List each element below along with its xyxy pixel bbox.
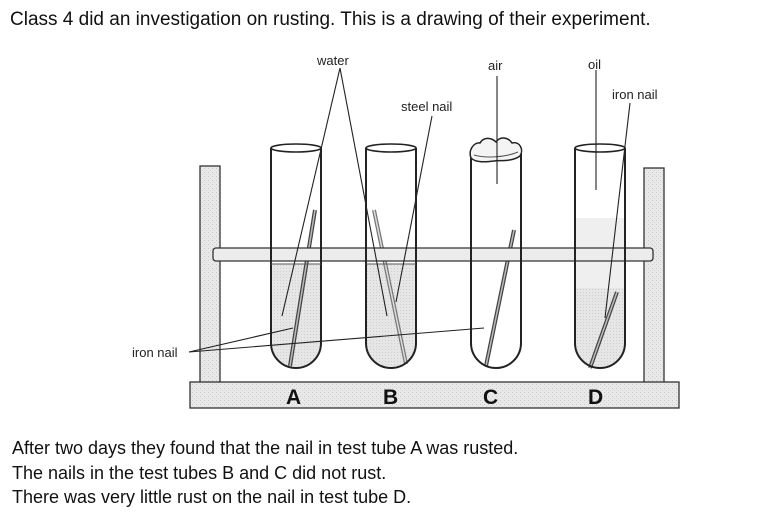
- cotton-stopper: [469, 137, 523, 163]
- leader-lines: [188, 67, 631, 353]
- question-heading: Class 4 did an investigation on rusting.…: [10, 9, 651, 30]
- tube-label-a: A: [286, 386, 301, 409]
- test-tube-c: [469, 137, 523, 369]
- stand-post-right: [643, 167, 665, 385]
- tube-label-b: B: [383, 386, 398, 409]
- rack-bar: [212, 247, 654, 262]
- water-in-tube-d: [575, 288, 625, 368]
- label-air: air: [488, 58, 503, 73]
- label-iron-nail-left: iron nail: [132, 345, 178, 360]
- findings-text: After two days they found that the nail …: [12, 436, 752, 510]
- tube-label-c: C: [483, 386, 498, 409]
- water-in-tube-b: [366, 264, 416, 368]
- label-water: water: [316, 53, 349, 68]
- finding-line: The nails in the test tubes B and C did …: [12, 462, 387, 483]
- iron-nail-tube-d: [588, 291, 619, 369]
- tube-label-d: D: [588, 386, 603, 409]
- finding-line: After two days they found that the nail …: [12, 438, 519, 458]
- label-iron-nail-right: iron nail: [612, 87, 658, 102]
- steel-nail-tube-b: [372, 209, 408, 365]
- label-oil: oil: [588, 57, 601, 72]
- iron-nail-tube-a: [288, 209, 317, 367]
- test-tube-b: [365, 143, 417, 369]
- stand-base: [189, 381, 680, 409]
- finding-line: There was very little rust on the nail i…: [12, 487, 412, 507]
- label-steel-nail: steel nail: [401, 99, 452, 114]
